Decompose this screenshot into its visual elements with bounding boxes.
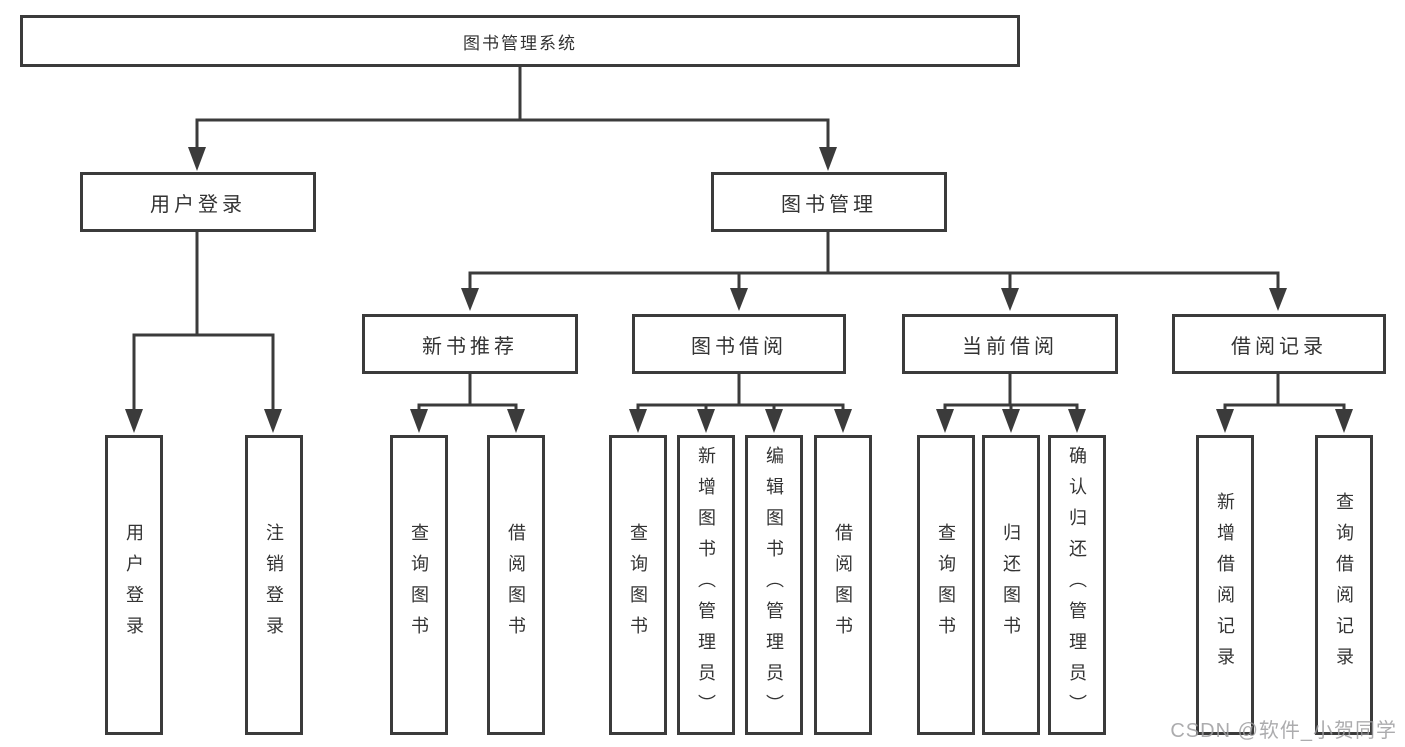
connector-root [195,67,830,150]
leaf-query-books-borrowing: 查询图书 [609,435,667,735]
connector-book-borrowing [636,374,845,411]
arrow-down-icon [765,409,783,433]
arrow-down-icon [697,409,715,433]
leaf-edit-book-admin: 编辑图书（管理员） [745,435,803,735]
node-label: 借阅图书 [833,523,853,647]
leaf-logout: 注销登录 [245,435,303,735]
arrow-down-icon [1216,409,1234,433]
csdn-watermark: CSDN @软件_小贺同学 [1170,720,1397,742]
node-label: 注销登录 [264,523,284,647]
arrow-down-icon [629,409,647,433]
arrow-down-icon [1068,409,1086,433]
connector-current-borrowing [943,374,1079,411]
arrow-down-icon [188,147,206,171]
arrow-down-icon [410,409,428,433]
node-label: 编辑图书（管理员） [764,445,784,725]
leaf-query-books-current: 查询图书 [917,435,975,735]
node-label: 归还图书 [1001,523,1021,647]
node-label: 查询图书 [409,523,429,647]
node-label: 借阅图书 [506,523,526,647]
node-label: 确认归还（管理员） [1067,445,1087,725]
node-label: 查询图书 [936,523,956,647]
node-label: 借阅记录 [1231,335,1327,358]
node-new-book-recommend: 新书推荐 [362,314,578,374]
connector-new-book-recommend [417,374,518,411]
arrow-down-icon [730,288,748,311]
node-label: 图书借阅 [691,335,787,358]
connector-borrowing-records [1223,374,1346,411]
node-label: 图书管理系统 [463,33,577,53]
node-borrowing-records: 借阅记录 [1172,314,1386,374]
arrow-down-icon [507,409,525,433]
leaf-return-books: 归还图书 [982,435,1040,735]
leaf-query-borrow-record: 查询借阅记录 [1315,435,1373,735]
leaf-confirm-return-admin: 确认归还（管理员） [1048,435,1106,735]
arrow-down-icon [819,147,837,171]
node-label: 查询图书 [628,523,648,647]
arrow-down-icon [461,288,479,311]
arrow-down-icon [1269,288,1287,311]
arrow-down-icon [834,409,852,433]
node-book-borrowing: 图书借阅 [632,314,846,374]
node-label: 新增图书（管理员） [696,445,716,725]
node-user-login: 用户登录 [80,172,316,232]
node-book-management: 图书管理 [711,172,947,232]
leaf-add-borrow-record: 新增借阅记录 [1196,435,1254,735]
leaf-add-book-admin: 新增图书（管理员） [677,435,735,735]
node-label: 当前借阅 [962,335,1058,358]
arrow-down-icon [125,409,143,433]
arrow-down-icon [936,409,954,433]
node-label: 图书管理 [781,193,877,216]
arrowheads [125,147,1353,433]
arrow-down-icon [1002,409,1020,433]
leaf-borrow-books-recommend: 借阅图书 [487,435,545,735]
node-label: 查询借阅记录 [1334,492,1354,678]
arrow-down-icon [264,409,282,433]
connector-book-management [468,232,1280,290]
leaf-user-login: 用户登录 [105,435,163,735]
node-label: 新增借阅记录 [1215,492,1235,678]
node-label: 新书推荐 [422,335,518,358]
connector-user-login [132,232,275,411]
node-book-system: 图书管理系统 [20,15,1020,67]
arrow-down-icon [1001,288,1019,311]
node-current-borrowing: 当前借阅 [902,314,1118,374]
leaf-query-books-recommend: 查询图书 [390,435,448,735]
node-label: 用户登录 [150,193,246,216]
arrow-down-icon [1335,409,1353,433]
leaf-borrow-books-borrowing: 借阅图书 [814,435,872,735]
node-label: 用户登录 [124,523,144,647]
